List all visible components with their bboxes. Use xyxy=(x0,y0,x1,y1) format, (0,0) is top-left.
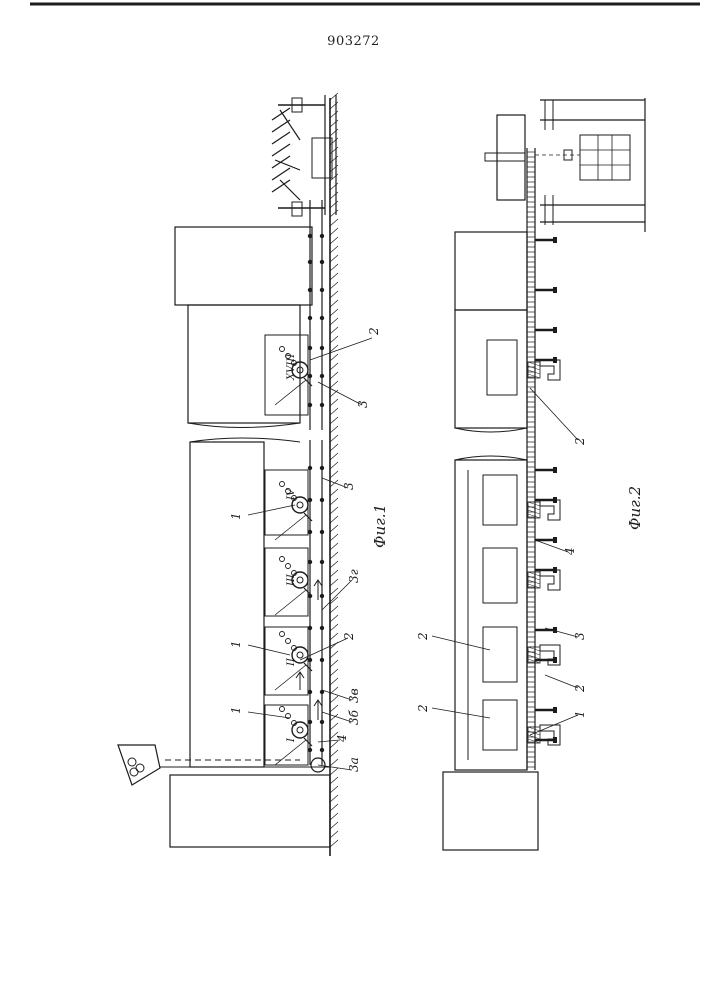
fig2-caption: Фиг.2 xyxy=(626,486,644,530)
fig1-callout-3g: 3г xyxy=(347,569,361,583)
fig2-break-upper xyxy=(455,428,527,432)
fig1-callout-3v: 3в xyxy=(347,688,361,703)
fig1-arrow-2 xyxy=(314,700,322,720)
fig1-callout-1-c: 1 xyxy=(229,706,243,714)
fig1-billet-3 xyxy=(130,768,138,776)
fig2-callout-2-a: 2 xyxy=(416,632,430,641)
fig1-manipulators xyxy=(275,347,312,766)
chamber-label-IV: IV xyxy=(286,487,297,501)
fig1-caption: Фиг.1 xyxy=(371,504,389,548)
fig2-callout-2-top: 2 xyxy=(573,437,587,446)
fig2-chamber-3 xyxy=(483,627,517,682)
fig2-furnace-body xyxy=(455,460,527,770)
fig1-callout-3b: 3б xyxy=(347,709,361,725)
fig2-leader-lines xyxy=(432,388,578,735)
fig1-billet-1 xyxy=(128,758,136,766)
fig1-furnace-body xyxy=(190,442,264,767)
fig1-hopper xyxy=(118,745,160,785)
fig2-callout-2-b: 2 xyxy=(573,684,587,693)
chamber-label-I: I xyxy=(286,737,297,743)
fig2-manipulators xyxy=(528,237,560,745)
fig2-chamber-top xyxy=(487,340,517,395)
fig1-callout-1-a: 1 xyxy=(229,512,243,520)
fig1-callout-3-mid: 3 xyxy=(342,482,356,490)
fig1-break-upper xyxy=(188,423,300,428)
fig2-chamber-2 xyxy=(483,548,517,603)
fig2-furnace-top xyxy=(455,310,527,428)
chamber-label-XVIII: XVIII xyxy=(286,353,297,381)
fig2-callout-2-c: 2 xyxy=(416,704,430,713)
fig2-chamber-4 xyxy=(483,700,517,750)
fig1-upper-housing xyxy=(175,227,312,305)
fig1-stacker xyxy=(272,95,336,216)
fig1-arrow-1 xyxy=(296,672,304,690)
fig1-callout-2-top: 2 xyxy=(367,327,381,336)
fig2-upper-housing xyxy=(455,232,527,310)
fig1-furnace-top xyxy=(188,305,300,423)
fig1-billet-2 xyxy=(136,764,144,772)
fig1-ground-hatch xyxy=(330,93,338,847)
fig2-callout-1: 1 xyxy=(573,710,587,718)
figure-2 xyxy=(443,98,645,850)
fig1-callout-1-b: 1 xyxy=(229,640,243,648)
fig2-conveyor-chain xyxy=(527,152,535,767)
fig2-stacker xyxy=(485,100,645,225)
fig2-callout-4: 4 xyxy=(563,547,577,556)
fig2-chamber-1 xyxy=(483,475,517,525)
fig1-callout-3-top: 3 xyxy=(356,400,370,408)
figure-1 xyxy=(118,93,338,856)
chamber-label-II: II xyxy=(286,657,297,667)
chamber-label-III: III xyxy=(286,573,297,587)
fig1-base-block xyxy=(170,775,330,847)
fig1-callout-4: 4 xyxy=(335,734,349,743)
fig2-base-block xyxy=(443,772,538,850)
